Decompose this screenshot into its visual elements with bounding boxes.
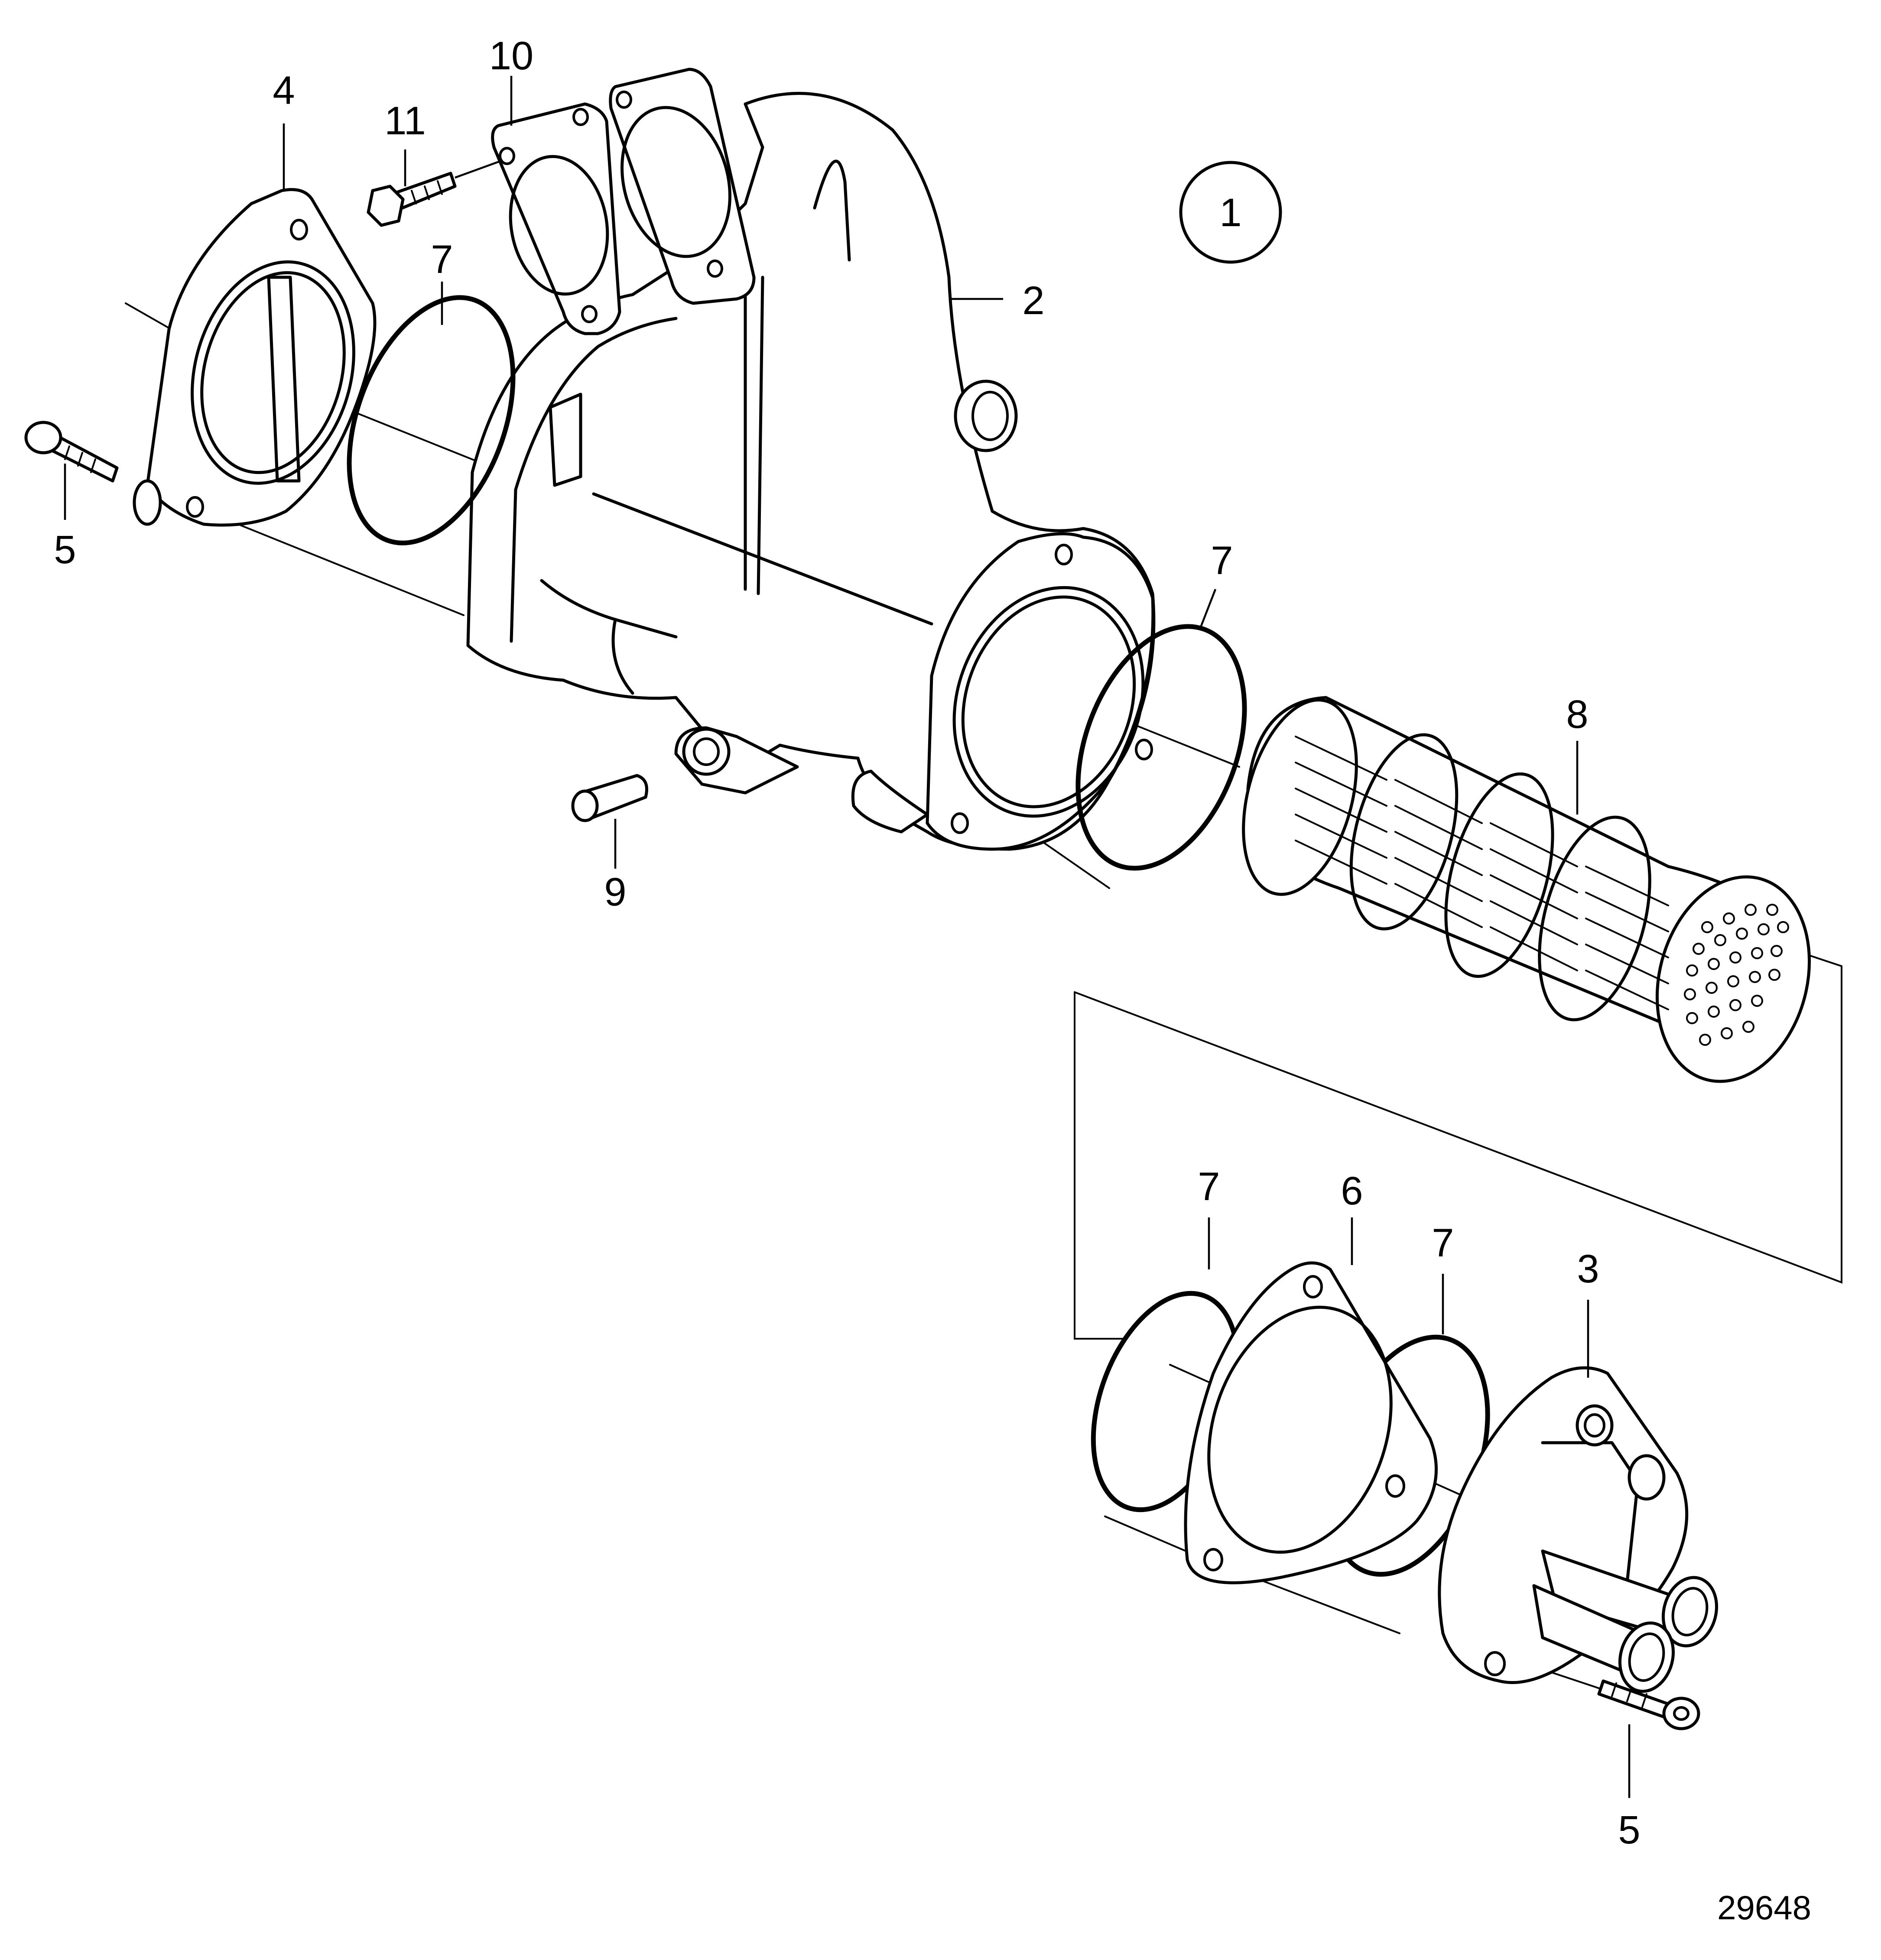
cooler-end-holes bbox=[1684, 904, 1789, 1046]
callout-leaders bbox=[64, 76, 1631, 1798]
callout-7-rear: 7 bbox=[431, 237, 453, 282]
o-ring-front bbox=[1075, 624, 1247, 871]
gasket-plate bbox=[1184, 1261, 1438, 1584]
group-bracket bbox=[1074, 991, 1127, 1340]
end-cover bbox=[1438, 1366, 1719, 1693]
group-label-marker: 1 bbox=[1179, 161, 1282, 264]
callout-7-lower-right: 7 bbox=[1432, 1221, 1454, 1265]
dowel-pin bbox=[571, 774, 648, 822]
callout-11: 11 bbox=[384, 99, 426, 143]
flange-screw bbox=[367, 159, 503, 227]
callout-9: 9 bbox=[604, 870, 626, 914]
rear-cover bbox=[133, 188, 377, 527]
outlet-flange bbox=[491, 68, 756, 335]
callout-7-lower-left: 7 bbox=[1198, 1165, 1220, 1209]
cover-screw-right bbox=[1597, 1679, 1700, 1730]
main-housing bbox=[466, 92, 1156, 851]
callout-8: 8 bbox=[1566, 692, 1588, 737]
callout-5-left: 5 bbox=[54, 528, 76, 572]
callout-5-right: 5 bbox=[1618, 1808, 1640, 1852]
callout-3: 3 bbox=[1577, 1247, 1599, 1291]
callout-7-front: 7 bbox=[1211, 539, 1233, 583]
callout-6: 6 bbox=[1341, 1169, 1363, 1213]
callout-10: 10 bbox=[489, 34, 533, 78]
cooler-insert bbox=[1242, 696, 1811, 1083]
cover-screw-left bbox=[24, 421, 119, 483]
callout-2: 2 bbox=[1022, 279, 1044, 323]
figure-number: 29648 bbox=[1717, 1889, 1811, 1927]
callout-4: 4 bbox=[273, 68, 295, 113]
callout-labels: 2 3 4 5 5 6 7 7 7 7 8 9 10 11 bbox=[54, 34, 1640, 1852]
group-label-text: 1 bbox=[1219, 191, 1241, 235]
o-ring-rear bbox=[347, 295, 516, 545]
